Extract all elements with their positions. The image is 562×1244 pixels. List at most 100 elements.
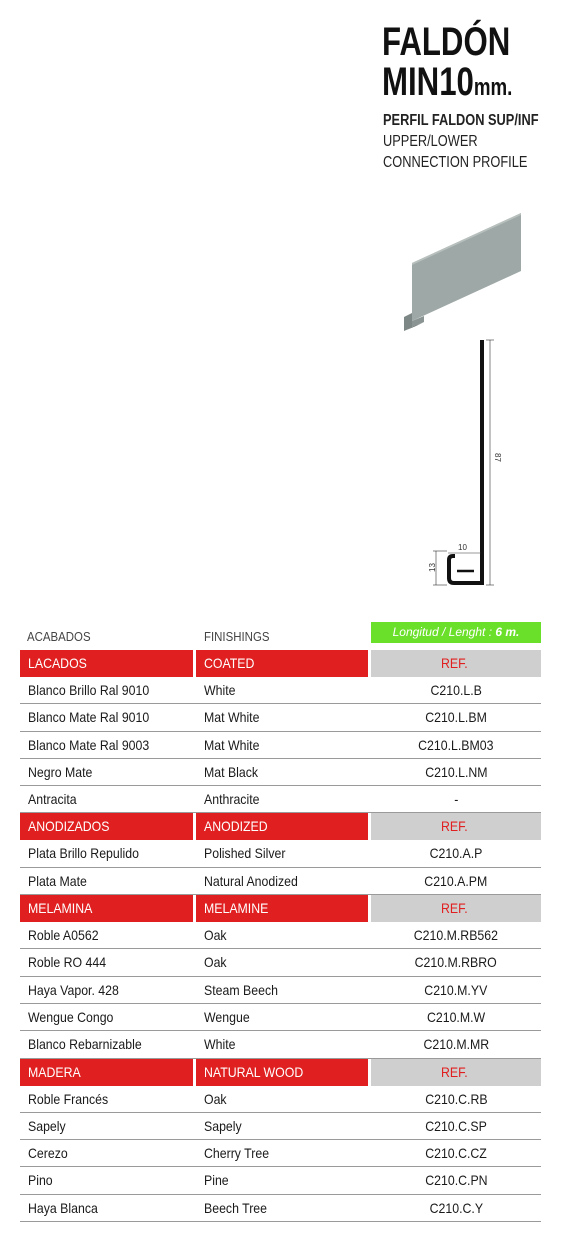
- finish-name-es: Roble Francés: [20, 1086, 196, 1112]
- subtitle-line-2: UPPER/LOWER: [383, 133, 478, 150]
- page-title: FALDÓN MIN10mm.: [382, 22, 512, 102]
- section-name-es-text: MADERA: [28, 1063, 81, 1080]
- finish-ref: C210.C.CZ: [371, 1140, 541, 1166]
- finish-name-es-text: Antracita: [28, 791, 77, 808]
- finish-ref: -: [371, 786, 541, 812]
- finish-name-es: Roble A0562: [20, 922, 196, 948]
- finish-name-en: Beech Tree: [196, 1195, 371, 1221]
- table-row: Blanco Rebarnizable White C210.M.MR: [20, 1031, 541, 1059]
- finish-name-en: Natural Anodized: [196, 868, 371, 894]
- profile-section: [447, 340, 484, 585]
- finish-name-es-text: Sapely: [28, 1117, 66, 1134]
- title-line-1: FALDÓN: [382, 20, 511, 64]
- finish-name-es: Roble RO 444: [20, 949, 196, 975]
- section-name-en: COATED: [196, 650, 368, 677]
- section-ref-text: REF.: [440, 1063, 468, 1080]
- section-ref-label: REF.: [371, 1058, 541, 1086]
- finish-ref-text: C210.C.RB: [424, 1090, 488, 1107]
- finish-name-en: Wengue: [196, 1004, 371, 1030]
- finish-name-en-text: Steam Beech: [204, 981, 278, 998]
- table-row: Haya Vapor. 428 Steam Beech C210.M.YV: [20, 977, 541, 1004]
- finish-ref-text: C210.A.P: [429, 845, 483, 862]
- finish-ref-text: C210.C.PN: [424, 1172, 488, 1189]
- finish-name-en-text: Beech Tree: [204, 1199, 268, 1216]
- finish-name-es: Haya Vapor. 428: [20, 977, 196, 1003]
- dim-height-label: 87: [493, 453, 502, 462]
- finish-ref-text: C210.M.YV: [424, 981, 488, 998]
- section-ref-label: REF.: [371, 895, 541, 923]
- finish-name-es-text: Blanco Rebarnizable: [28, 1036, 142, 1053]
- profile-face: [412, 213, 521, 321]
- section-name-es-text: MELAMINA: [28, 900, 93, 917]
- finish-name-en-text: Oak: [204, 1090, 227, 1107]
- finish-name-en-text: Cherry Tree: [204, 1145, 270, 1162]
- section-ref-label: REF.: [371, 813, 541, 841]
- finish-ref-text: C210.L.NM: [424, 763, 488, 780]
- finish-name-en-text: Anthracite: [204, 791, 260, 808]
- finish-name-en-text: Mat Black: [204, 763, 259, 780]
- title-model: MIN10: [382, 60, 474, 104]
- length-badge: Longitud / Lenght : 6 m.: [371, 622, 541, 643]
- section-name-es: ANODIZADOS: [20, 813, 193, 841]
- finish-ref: C210.C.RB: [371, 1086, 541, 1112]
- finish-name-es: Blanco Brillo Ral 9010: [20, 677, 196, 703]
- table-header: ACABADOS FINISHINGS Longitud / Lenght : …: [20, 620, 541, 650]
- section-name-en: NATURAL WOOD: [196, 1058, 368, 1086]
- finish-name-en: Mat White: [196, 704, 371, 730]
- finish-name-es: Pino: [20, 1167, 196, 1193]
- table-row: Negro Mate Mat Black C210.L.NM: [20, 759, 541, 787]
- finish-name-en: Polished Silver: [196, 840, 371, 866]
- finish-name-en: Oak: [196, 1086, 371, 1112]
- finish-name-en: Steam Beech: [196, 977, 371, 1003]
- subtitle-line-3: CONNECTION PROFILE: [383, 154, 528, 171]
- finish-ref: C210.M.YV: [371, 977, 541, 1003]
- finish-name-en: Oak: [196, 922, 371, 948]
- finishings-table: ACABADOS FINISHINGS Longitud / Lenght : …: [20, 620, 541, 1223]
- section-ref-text: REF.: [440, 900, 468, 917]
- length-label: Longitud / Lenght :: [392, 625, 496, 639]
- finish-ref-text: C210.M.RB562: [413, 927, 499, 944]
- finish-ref-text: C210.A.PM: [424, 872, 488, 889]
- finish-name-es: Negro Mate: [20, 759, 196, 785]
- finish-name-es: Haya Blanca: [20, 1195, 196, 1221]
- title-unit: mm.: [473, 74, 513, 101]
- finish-ref: C210.M.MR: [371, 1031, 541, 1057]
- profile-bottom-edge: [404, 322, 424, 331]
- finish-name-es-text: Roble A0562: [28, 927, 99, 944]
- finish-ref: C210.M.RBRO: [371, 949, 541, 975]
- finish-name-es: Antracita: [20, 786, 196, 812]
- profile-3d-illustration: [404, 213, 521, 331]
- finish-name-es-text: Negro Mate: [28, 763, 93, 780]
- finish-name-es: Blanco Mate Ral 9003: [20, 732, 196, 758]
- section-name-es-text: LACADOS: [28, 655, 87, 671]
- section-name-es: MELAMINA: [20, 895, 193, 923]
- finish-name-en-text: White: [204, 1036, 236, 1053]
- finish-name-es: Wengue Congo: [20, 1004, 196, 1030]
- finish-ref: C210.A.PM: [371, 868, 541, 894]
- finish-name-en: White: [196, 1031, 371, 1057]
- table-row: Haya Blanca Beech Tree C210.C.Y: [20, 1195, 541, 1223]
- section-header: MADERA NATURAL WOOD REF.: [20, 1058, 541, 1086]
- finish-name-es-text: Pino: [28, 1172, 53, 1189]
- subtitle-bold: PERFIL FALDON SUP/INF: [383, 112, 539, 129]
- finish-ref-text: C210.C.CZ: [425, 1145, 487, 1162]
- finish-name-en-text: Mat White: [204, 709, 260, 726]
- finish-name-en-text: Natural Anodized: [204, 872, 298, 889]
- finish-name-en: Sapely: [196, 1113, 371, 1139]
- finish-ref: C210.C.Y: [371, 1195, 541, 1221]
- finish-ref: C210.A.P: [371, 840, 541, 866]
- col-header-finishings: FINISHINGS: [204, 629, 270, 644]
- finish-name-en-text: White: [204, 682, 236, 698]
- finish-name-es-text: Roble RO 444: [28, 954, 107, 971]
- finish-name-en: Cherry Tree: [196, 1140, 371, 1166]
- table-row: Roble Francés Oak C210.C.RB: [20, 1086, 541, 1113]
- finish-name-es-text: Haya Blanca: [28, 1199, 98, 1216]
- technical-drawing: 87 10 13: [428, 339, 502, 586]
- finish-ref: C210.L.B: [371, 677, 541, 703]
